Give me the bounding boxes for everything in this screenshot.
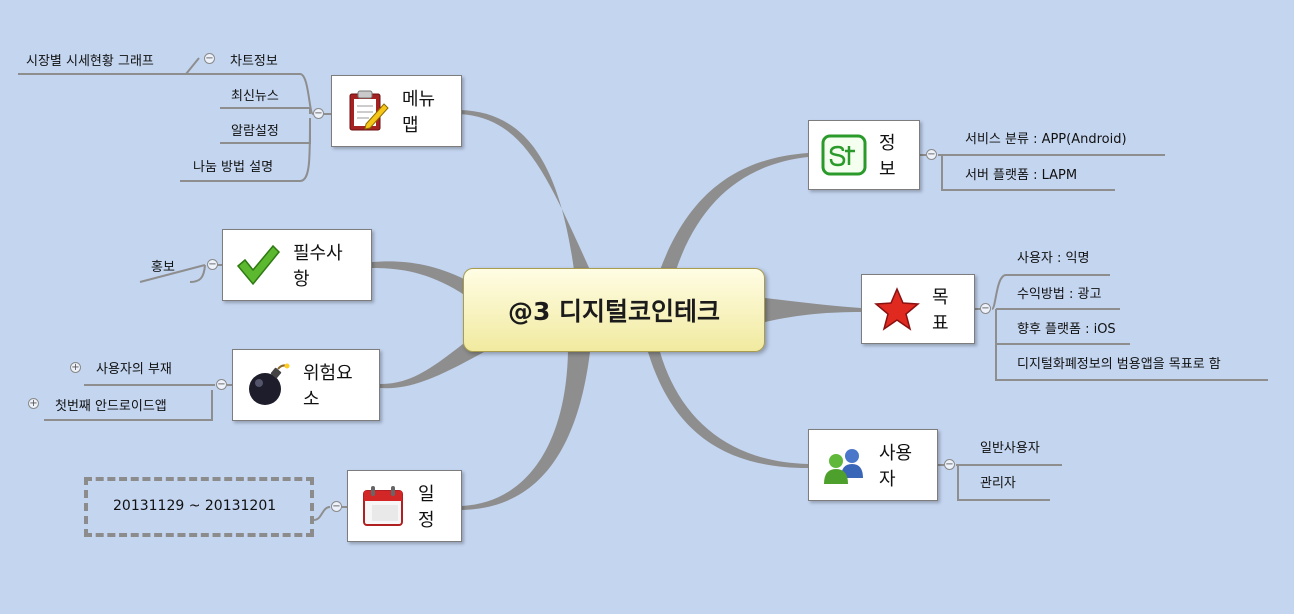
red-star-icon bbox=[874, 286, 920, 332]
goal-item-aim[interactable]: 디지털화폐정보의 범용앱을 목표로 함 bbox=[1017, 357, 1221, 372]
clipboard-pencil-icon bbox=[344, 88, 390, 134]
menu-item-chart-info[interactable]: 차트정보 bbox=[230, 54, 278, 69]
start-icon bbox=[821, 132, 867, 178]
goal-item-anonymous[interactable]: 사용자 : 익명 bbox=[1017, 251, 1090, 266]
risk-item-absence[interactable]: 사용자의 부재 bbox=[96, 362, 172, 377]
topic-menu-map[interactable]: 메뉴맵 bbox=[331, 75, 462, 147]
info-item-platform[interactable]: 서버 플랫폼 : LAPM bbox=[965, 168, 1078, 183]
topic-label: 사용자 bbox=[879, 443, 913, 490]
goal-item-revenue[interactable]: 수익방법 : 광고 bbox=[1017, 287, 1102, 302]
schedule-item-period[interactable]: 20131129 ~ 20131201 bbox=[113, 498, 277, 514]
branch-connector-info bbox=[660, 153, 808, 270]
branch-connector-goal bbox=[765, 298, 861, 322]
schedule-boundary bbox=[84, 477, 314, 537]
topic-required[interactable]: 필수사항 bbox=[222, 229, 372, 301]
expand-toggle[interactable]: + bbox=[70, 362, 81, 373]
collapse-toggle[interactable]: − bbox=[204, 53, 215, 64]
menu-item-chart-graph[interactable]: 시장별 시세현황 그래프 bbox=[26, 54, 154, 69]
topic-label: 위험요소 bbox=[303, 363, 353, 410]
branch-connector-required bbox=[372, 261, 466, 296]
topic-risk[interactable]: 위험요소 bbox=[232, 349, 380, 421]
user-item-admin[interactable]: 관리자 bbox=[980, 476, 1016, 491]
bomb-icon bbox=[245, 362, 291, 408]
collapse-toggle[interactable]: − bbox=[216, 379, 227, 390]
topic-label: 정보 bbox=[879, 133, 896, 180]
green-checkmark-icon bbox=[235, 242, 281, 288]
collapse-toggle[interactable]: − bbox=[207, 259, 218, 270]
collapse-toggle[interactable]: − bbox=[980, 303, 991, 314]
branch-connector-user bbox=[648, 352, 808, 468]
collapse-toggle[interactable]: − bbox=[944, 459, 955, 470]
user-item-general[interactable]: 일반사용자 bbox=[980, 441, 1040, 456]
topic-user[interactable]: 사용자 bbox=[808, 429, 938, 501]
menu-item-alarm[interactable]: 알람설정 bbox=[231, 124, 279, 139]
collapse-toggle[interactable]: − bbox=[926, 149, 937, 160]
risk-item-first-android[interactable]: 첫번째 안드로이드앱 bbox=[55, 399, 167, 414]
topic-label: 메뉴맵 bbox=[402, 89, 436, 136]
topic-label: 목표 bbox=[932, 287, 949, 334]
info-item-category[interactable]: 서비스 분류 : APP(Android) bbox=[965, 132, 1127, 147]
expand-toggle[interactable]: + bbox=[28, 398, 39, 409]
topic-label: 일정 bbox=[418, 484, 435, 531]
central-topic[interactable]: @3 디지털코인테크 bbox=[463, 268, 765, 352]
collapse-toggle[interactable]: − bbox=[331, 501, 342, 512]
topic-label: 필수사항 bbox=[293, 243, 343, 290]
menu-item-news[interactable]: 최신뉴스 bbox=[231, 89, 279, 104]
users-icon bbox=[821, 442, 867, 488]
calendar-icon bbox=[360, 483, 406, 529]
topic-schedule[interactable]: 일정 bbox=[347, 470, 462, 542]
topic-info[interactable]: 정보 bbox=[808, 120, 920, 190]
topic-goal[interactable]: 목표 bbox=[861, 274, 975, 344]
required-item-promo[interactable]: 홍보 bbox=[151, 260, 175, 275]
menu-item-share[interactable]: 나눔 방법 설명 bbox=[193, 160, 274, 175]
branch-connector-risk bbox=[380, 340, 484, 389]
central-topic-label: @3 디지털코인테크 bbox=[507, 297, 721, 326]
branch-connector-menu bbox=[460, 110, 590, 270]
goal-item-future[interactable]: 향후 플랫폼 : iOS bbox=[1017, 322, 1116, 337]
collapse-toggle[interactable]: − bbox=[313, 108, 324, 119]
branch-connector-schedule bbox=[462, 352, 590, 510]
